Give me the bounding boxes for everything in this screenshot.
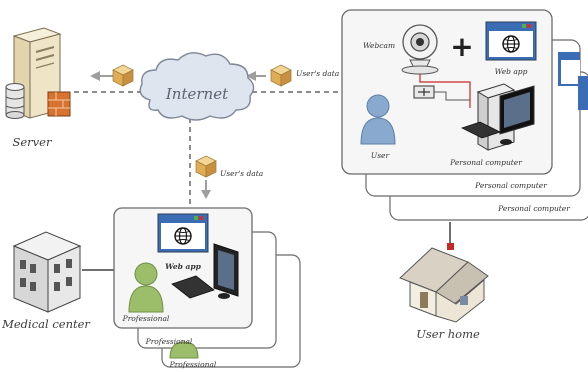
user-home-icon	[399, 247, 489, 323]
data-package-icon	[112, 64, 134, 87]
professional-label-middle: Professional	[145, 337, 193, 346]
personal-computer-label-front: Personal computer	[449, 158, 522, 167]
data-package-icon	[195, 155, 217, 178]
arrow-to-medical-icon	[201, 190, 211, 199]
professional-label-back: Professional	[169, 360, 217, 369]
plus-icon: +	[450, 30, 473, 63]
professional-person-icon	[169, 341, 199, 359]
firewall-icon	[47, 91, 71, 117]
web-app-window-icon	[578, 76, 588, 110]
medical-center-label: Medical center	[1, 317, 91, 331]
web-app-window-icon	[157, 213, 209, 253]
user-label: User	[371, 151, 390, 160]
internet-cloud-icon	[139, 52, 255, 121]
personal-computer-label-middle: Personal computer	[474, 181, 547, 190]
webcam-icon	[401, 24, 439, 75]
users-data-label-medical: User's data	[220, 169, 263, 178]
web-app-window-icon	[485, 21, 537, 61]
personal-computer-icon	[460, 83, 535, 151]
arrow-to-internet-icon	[246, 71, 256, 81]
professional-label-front: Professional	[122, 314, 170, 323]
medical-center-building-icon	[12, 231, 82, 313]
web-app-label-home: Web app	[495, 67, 528, 76]
webcam-cable	[419, 74, 471, 108]
server-label: Server	[13, 135, 53, 149]
users-data-label-home: User's data	[296, 69, 339, 78]
webcam-label: Webcam	[363, 41, 395, 50]
internet-label: Internet	[165, 85, 229, 103]
home-network-plug	[447, 243, 454, 250]
user-home-label: User home	[416, 327, 480, 341]
web-app-label-medical: Web app	[165, 262, 202, 271]
database-icon	[5, 83, 25, 119]
personal-computer-label-back: Personal computer	[497, 204, 570, 213]
arrow-to-server-icon	[90, 71, 100, 81]
medical-monitor-icon	[171, 243, 239, 299]
data-package-icon	[270, 64, 292, 87]
